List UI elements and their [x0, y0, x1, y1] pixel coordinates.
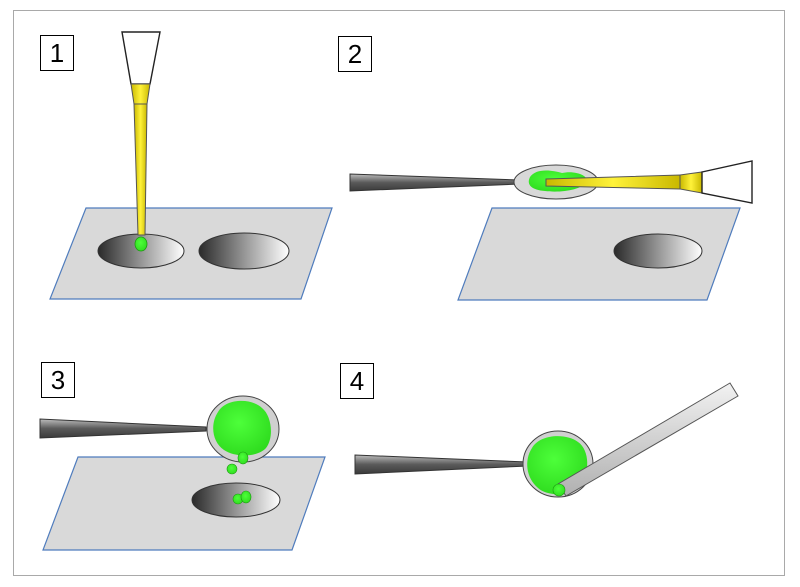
panel-label-4: 4 — [340, 363, 374, 399]
panel-1 — [49, 31, 333, 300]
green-droplet — [134, 236, 148, 252]
loop-handle — [349, 173, 521, 192]
panel-2 — [349, 160, 753, 301]
figure-frame — [13, 10, 785, 576]
glass-slide — [457, 207, 741, 301]
panel-label-3: 3 — [41, 362, 75, 398]
green-film — [213, 400, 271, 456]
loop-handle — [354, 454, 529, 475]
slide-well — [613, 233, 703, 269]
deposited-drop — [240, 490, 252, 504]
pipette-tip — [121, 31, 161, 236]
pipette-tip — [545, 160, 753, 204]
falling-drop — [237, 451, 249, 465]
panel-4 — [354, 382, 739, 498]
glass-slide — [42, 456, 326, 551]
glass-slide — [49, 207, 333, 300]
panel-3 — [39, 395, 326, 551]
falling-drop — [226, 463, 238, 475]
panel-label-1: 1 — [40, 35, 74, 71]
panel-label-2: 2 — [338, 36, 372, 72]
loop-handle — [39, 418, 207, 439]
green-droplet — [552, 483, 566, 497]
glass-rod — [557, 382, 739, 497]
slide-well-right — [198, 232, 290, 270]
